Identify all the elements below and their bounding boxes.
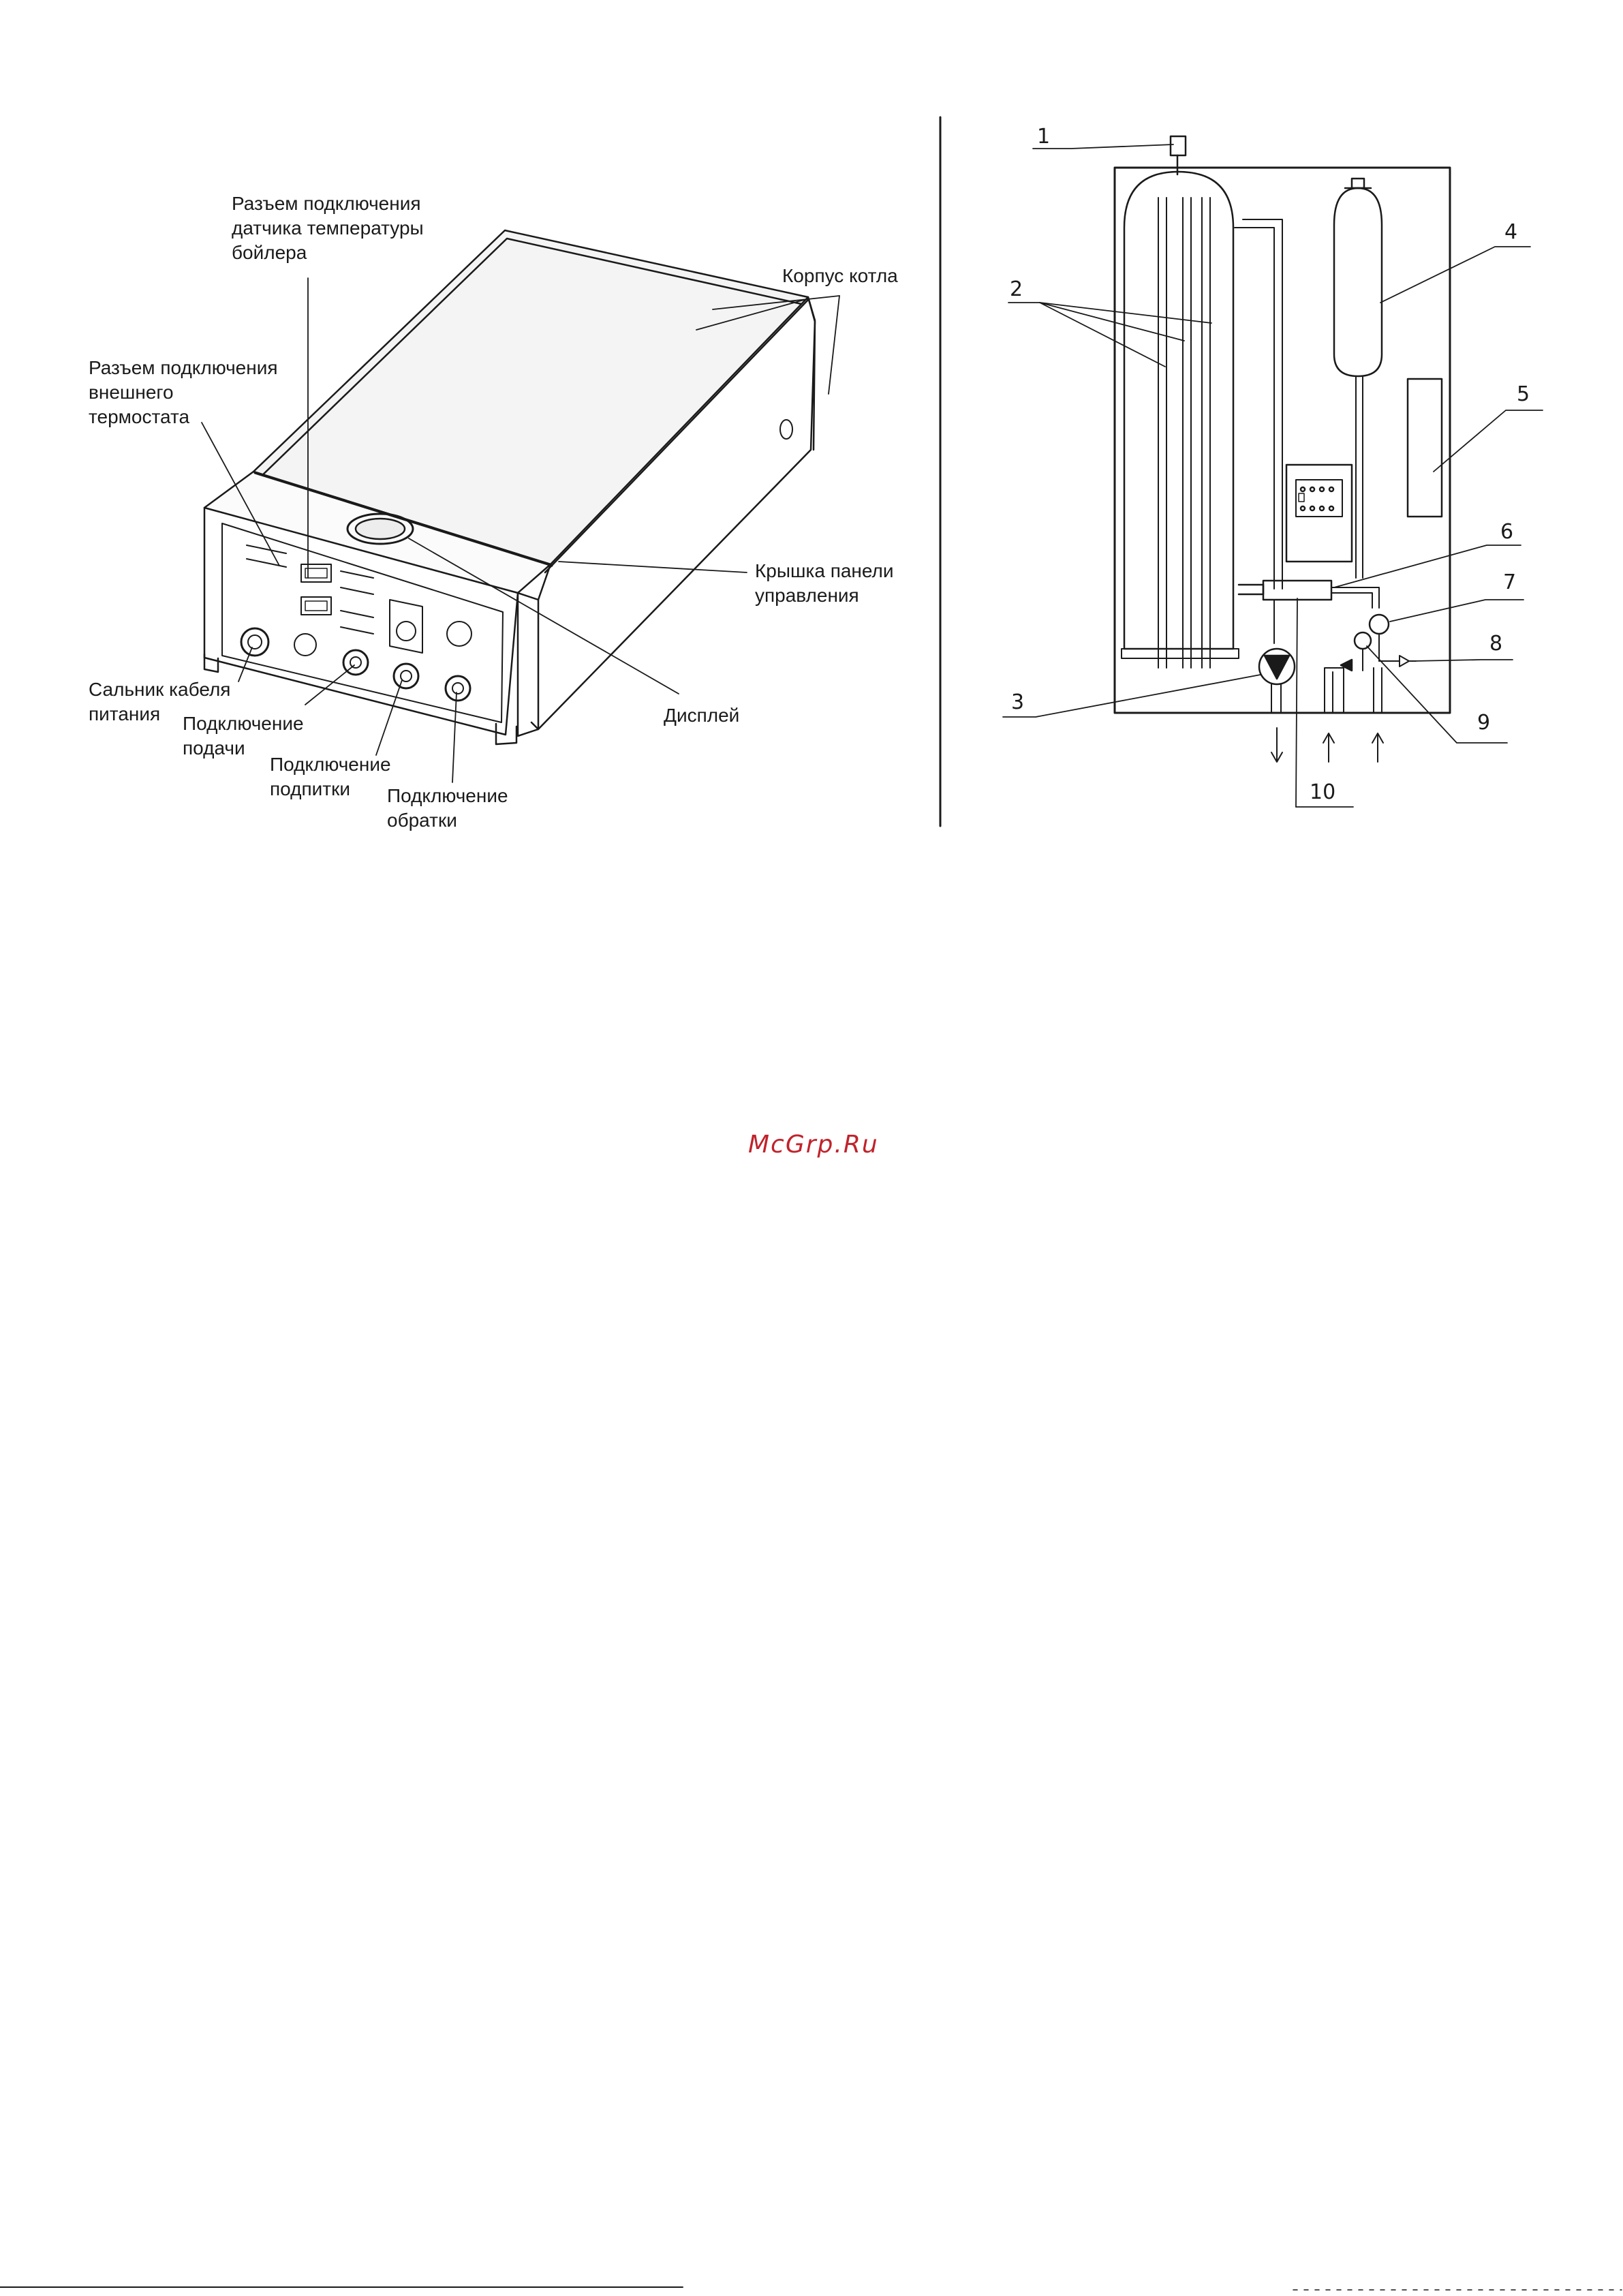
label-line: Корпус котла	[782, 264, 898, 288]
label-line: Подключение	[270, 752, 391, 777]
callout-8: 8	[1489, 632, 1502, 656]
callout-4: 4	[1504, 221, 1517, 244]
callout-6: 6	[1500, 521, 1513, 544]
label-makeup-connection: Подключение подпитки	[270, 752, 391, 801]
label-line: управления	[755, 583, 894, 608]
callout-9: 9	[1477, 711, 1490, 735]
scheme-leaders	[1003, 144, 1543, 807]
label-line: подпитки	[270, 777, 391, 801]
callout-5: 5	[1517, 383, 1530, 406]
label-display: Дисплей	[664, 703, 739, 728]
label-line: внешнего	[89, 380, 278, 405]
label-line: бойлера	[232, 241, 424, 265]
label-line: обратки	[387, 808, 508, 833]
watermark: McGrp.Ru	[748, 1131, 879, 1159]
label-line: Подключение	[183, 711, 304, 736]
label-line: термостата	[89, 405, 278, 429]
label-line: Сальник кабеля	[89, 677, 230, 702]
label-external-thermostat-connector: Разъем подключения внешнего термостата	[89, 356, 278, 429]
boiler-illustration	[204, 230, 815, 744]
callout-1: 1	[1037, 125, 1050, 149]
label-line: Дисплей	[664, 703, 739, 728]
label-return-connection: Подключение обратки	[387, 784, 508, 833]
label-temp-sensor-connector: Разъем подключения датчика температуры б…	[232, 192, 424, 265]
label-line: датчика температуры	[232, 216, 424, 241]
label-line: Разъем подключения	[232, 192, 424, 216]
callout-10: 10	[1310, 781, 1335, 804]
callout-3: 3	[1011, 691, 1024, 714]
label-line: Подключение	[387, 784, 508, 808]
label-control-panel-cover: Крышка панели управления	[755, 559, 894, 608]
hydraulic-scheme	[1115, 136, 1450, 762]
label-boiler-body: Корпус котла	[782, 264, 898, 288]
callout-2: 2	[1010, 278, 1023, 301]
label-line: Разъем подключения	[89, 356, 278, 380]
callout-7: 7	[1503, 571, 1516, 594]
label-line: Крышка панели	[755, 559, 894, 583]
